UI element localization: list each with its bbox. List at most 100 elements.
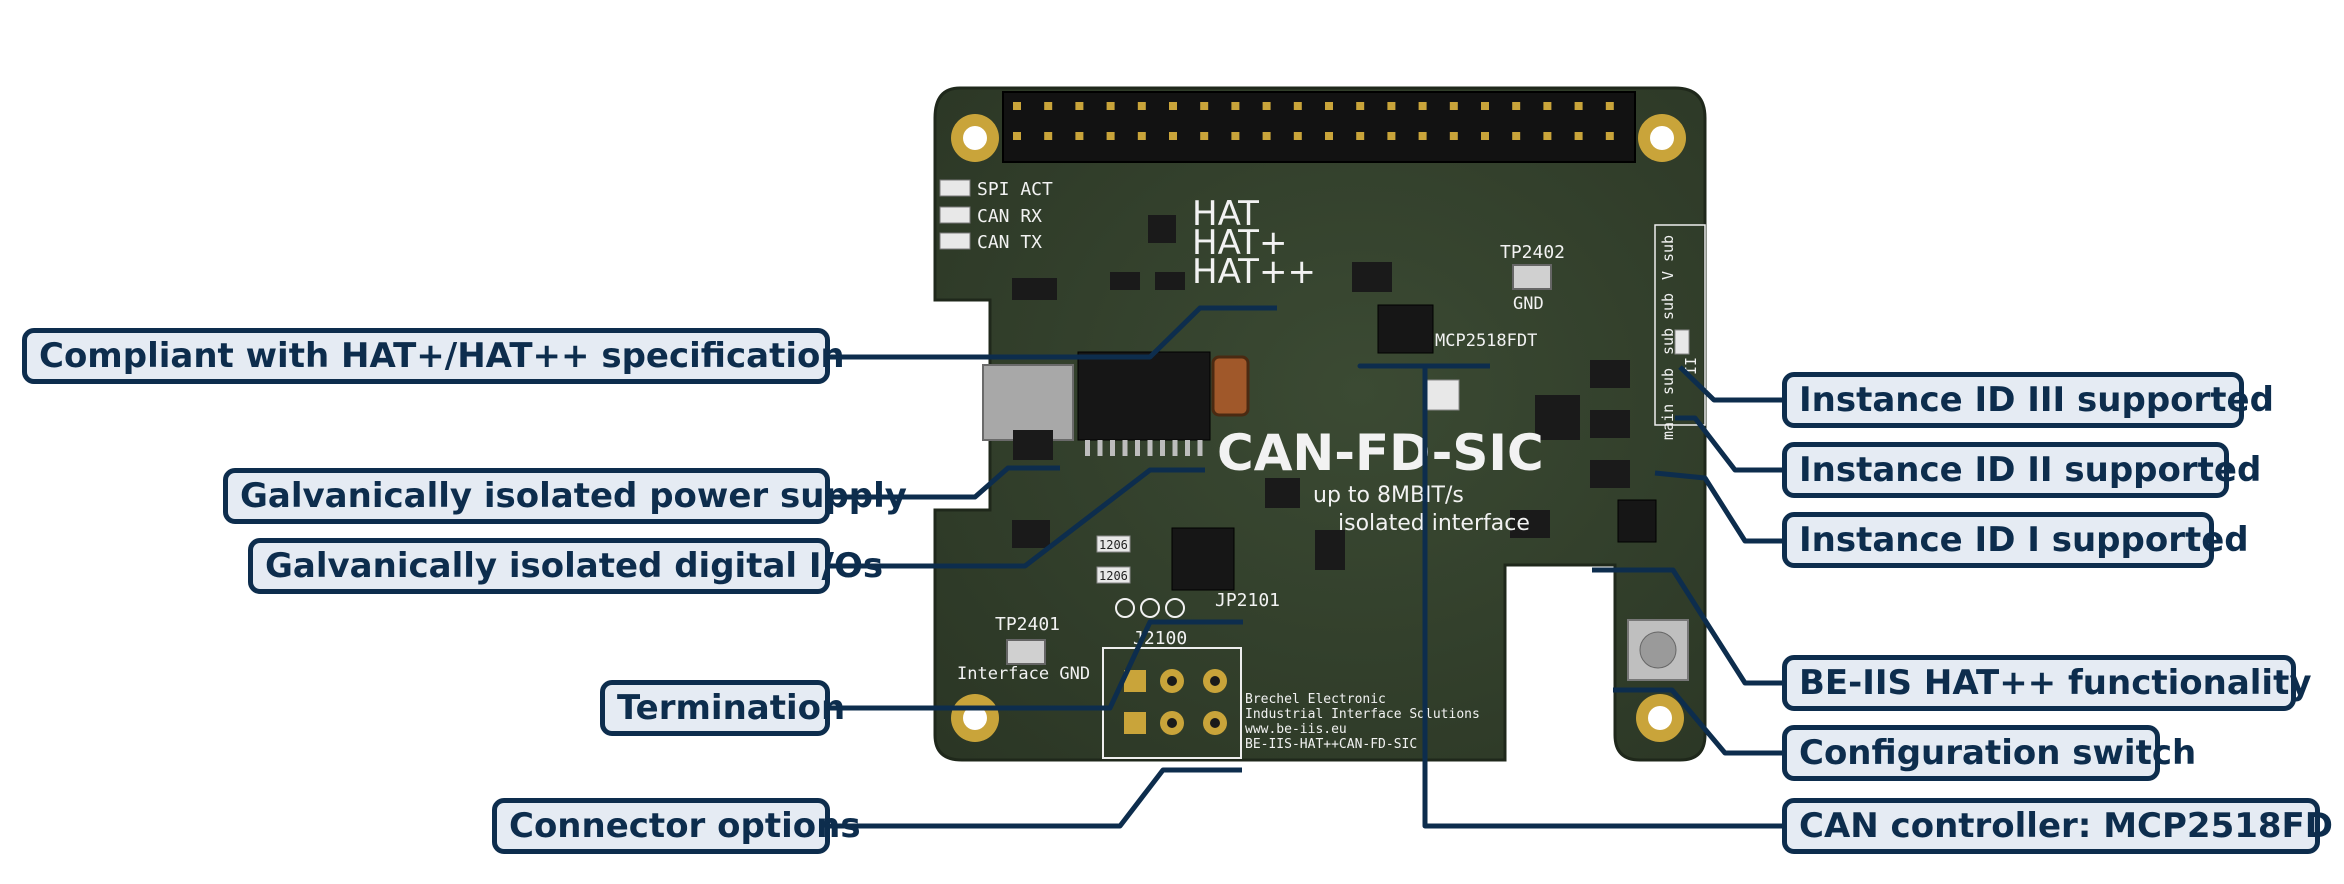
leader-iso-power [830,465,1060,500]
gpio-pin [1387,102,1396,110]
gpio-pin [1231,132,1240,140]
smd-part [1265,478,1300,508]
gpio-pin [1106,132,1115,140]
gpio-pin [1231,102,1240,110]
gpio-pin [1200,102,1209,110]
smd-part [1110,272,1140,290]
mcp2518fd-chip [1377,304,1434,354]
transformer [982,364,1074,441]
gpio-pin [1481,102,1489,110]
silk-hat-plus: HAT+ [1192,223,1287,263]
silk-hat: HAT [1192,194,1259,234]
crystal [1426,379,1460,411]
ic-pin [1197,440,1203,456]
mounting-hole-bl [951,694,999,742]
callout-config-switch: Configuration switch [1782,725,2196,781]
smd-part [1315,530,1345,570]
silk-v: V [1659,271,1677,280]
ic-pin [1147,440,1153,456]
smd-part [1352,262,1392,292]
gpio-pin [1293,132,1302,140]
leader-connector [830,767,1242,829]
gpio-pin [1418,132,1427,140]
smd-part [1012,278,1057,300]
gpio-pin [1262,102,1271,110]
ic-pin [1110,440,1115,456]
smd-part [1013,430,1053,460]
silk-tp2401: TP2401 [995,614,1060,635]
can-transceiver [1617,499,1657,543]
gpio-pin [1075,132,1084,140]
gpio-pin [1574,102,1583,110]
leader-id2 [1675,415,1782,473]
config-switch-button [1639,631,1677,669]
mounting-hole-tr [1638,114,1686,162]
silk-sub-3: sub [1659,328,1677,355]
silk-gnd: GND [1513,294,1544,314]
tp2401-pad [1006,639,1046,665]
gpio-pin [1449,132,1458,140]
silk-can-tx: CAN TX [977,232,1042,253]
smd-part [1590,460,1630,488]
smd-part [1510,510,1550,538]
gpio-pin [1262,132,1271,140]
callout-instance-id-1: Instance ID I supported [1782,512,2249,568]
gpio-pin [1605,102,1614,110]
callout-instance-id-2: Instance ID II supported [1782,442,2261,498]
silk-hat-plusplus: HAT++ [1192,252,1316,292]
mounting-hole-br [1636,694,1684,742]
id-jumper-area [1654,224,1706,426]
silk-sub-1: sub [1659,235,1677,262]
smd-part [1590,410,1630,438]
gpio-header [1002,91,1636,163]
gpio-pin [1169,132,1177,140]
ic-pin [1135,440,1140,456]
ic-pin [1122,440,1128,456]
ic-pin [1185,440,1190,456]
silk-iface-gnd: Interface GND [957,664,1090,684]
gpio-pin [1356,102,1365,110]
silk-vendor-4: BE-IIS-HAT++CAN-FD-SIC [1245,737,1417,752]
smd-part [1148,215,1176,243]
leader-hat-spec [830,305,1277,360]
ic-pin [1097,440,1103,456]
gpio-pin [1013,102,1021,110]
silk-resistor-2: 1206 [1099,569,1128,583]
gpio-pin [1044,102,1053,110]
silk-vendor-2: Industrial Interface Solutions [1245,707,1480,722]
callout-hat-spec: Compliant with HAT+/HAT++ specification [22,328,845,384]
inductor [1211,355,1250,417]
silk-speed: up to 8MBIT/s [1313,483,1464,508]
smd-part [1155,272,1185,290]
callout-instance-id-3: Instance ID III supported [1782,372,2274,428]
tp2402-pad [1512,264,1552,290]
leader-config [1613,687,1782,756]
gpio-pin [1106,102,1115,110]
smd-part [1590,360,1630,388]
leader-can-ctrl [1357,363,1782,829]
gpio-pin [1543,102,1552,110]
smd-part [1012,520,1050,548]
gpio-pin [1512,102,1521,110]
callout-connector: Connector options [492,798,861,854]
gpio-pin [1293,102,1302,110]
termination-jumper [1171,527,1235,591]
gpio-pin [1137,102,1146,110]
connector-outline [1102,647,1242,759]
silk-main: main [1659,404,1677,440]
silk-board-name: CAN-FD-SIC [1217,424,1544,482]
gpio-pin [1387,132,1396,140]
termination-symbols [1115,598,1185,618]
gpio-pin [1605,132,1614,140]
led-rx [939,206,971,224]
silk-vendor-1: Brechel Electronic [1245,692,1386,707]
silk-sub-2: sub [1659,293,1677,320]
gpio-pin [1449,102,1458,110]
silk-can-rx: CAN RX [977,206,1042,227]
gpio-pins [1013,102,1614,140]
leader-iso-io [830,467,1205,569]
id-jumper-3 [1674,329,1690,355]
gpio-pin [1075,102,1084,110]
leader-id1 [1654,470,1782,544]
